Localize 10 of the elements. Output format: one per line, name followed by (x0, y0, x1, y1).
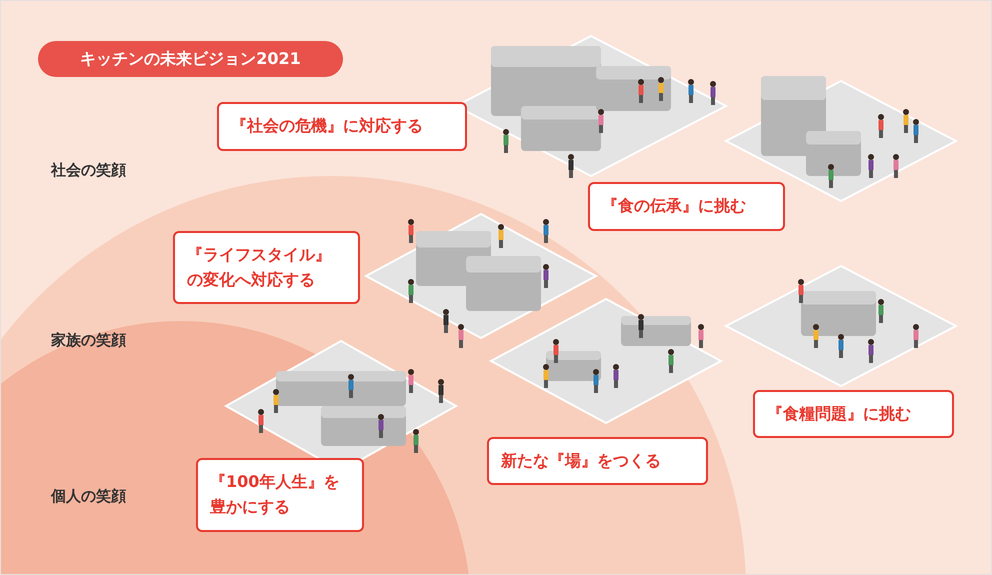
tier-label: 家族の笑顔 (51, 331, 126, 350)
callout-box: 『100年人生』を豊かにする (196, 458, 364, 532)
tier-label: 社会の笑顔 (51, 161, 126, 180)
callout-box: 『社会の危機』に対応する (217, 102, 467, 151)
callout-box: 『ライフスタイル』の変化へ対応する (173, 231, 360, 304)
title-pill: キッチンの未来ビジョン2021 (38, 41, 343, 77)
callout-box: 新たな『場』をつくる (487, 437, 708, 485)
callout-box: 『食糧問題』に挑む (753, 390, 954, 438)
callout-box: 『食の伝承』に挑む (588, 182, 785, 231)
tier-label: 個人の笑顔 (51, 487, 126, 506)
